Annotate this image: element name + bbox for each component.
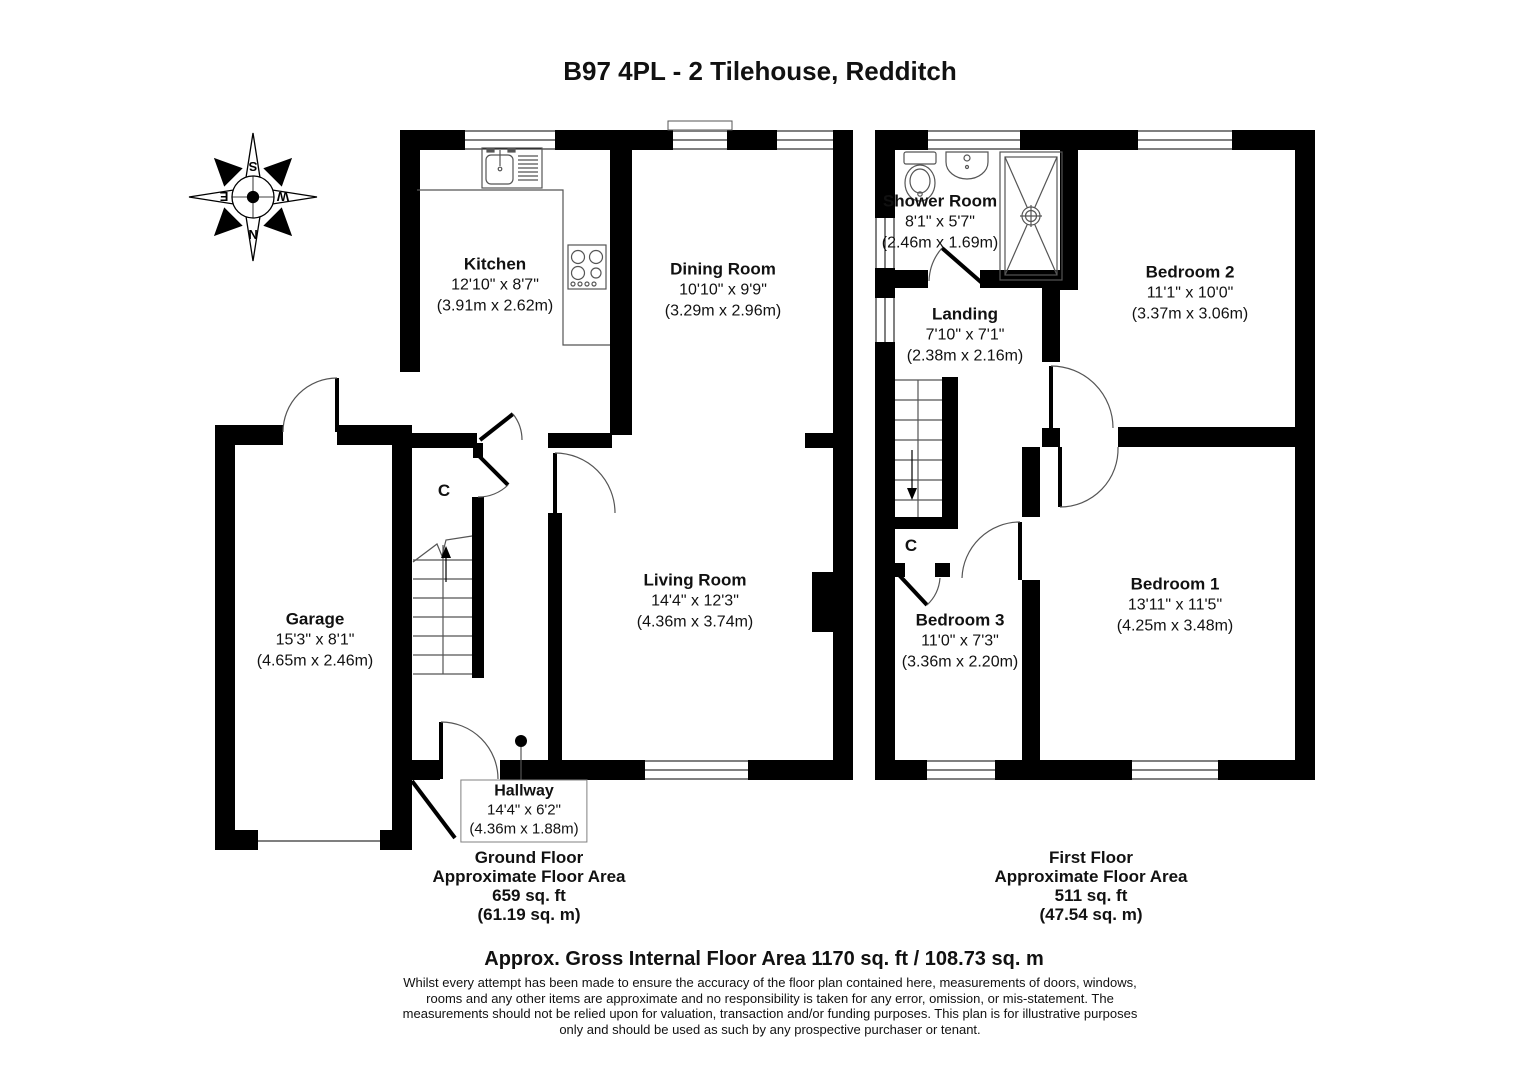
compass-north-label: N xyxy=(248,227,257,242)
shower-room-metric: (2.46m x 1.69m) xyxy=(881,234,999,252)
kitchen-metric: (3.91m x 2.62m) xyxy=(436,297,554,315)
compass-west-label: W xyxy=(276,189,289,204)
living-room-imperial: 14'4" x 12'3" xyxy=(651,592,739,610)
bedroom1-imperial: 13'11" x 11'5" xyxy=(1127,596,1223,614)
kitchen-fixtures xyxy=(417,147,610,346)
stairs-up-arrow xyxy=(441,546,451,558)
living-room-window xyxy=(645,760,748,780)
shower-room-label: Shower Room 8'1" x 5'7" (2.46m x 1.69m) xyxy=(882,191,998,254)
hallway-label: Hallway 14'4" x 6'2" (4.36m x 1.88m) xyxy=(460,779,588,843)
disclaimer-line-2: rooms and any other items are approximat… xyxy=(426,990,1114,1006)
living-room-metric: (4.36m x 3.74m) xyxy=(636,613,754,631)
bedroom2-metric: (3.37m x 3.06m) xyxy=(1131,305,1249,323)
bay-window xyxy=(667,120,733,150)
shower-enclosure xyxy=(999,151,1063,281)
first-floor-area-m: (47.54 sq. m) xyxy=(1039,905,1143,924)
living-room-name: Living Room xyxy=(643,570,747,590)
bedroom3-metric: (3.36m x 2.20m) xyxy=(901,653,1019,671)
garage-imperial: 15'3" x 8'1" xyxy=(275,631,355,649)
kitchen-imperial: 12'10" x 8'7" xyxy=(451,276,539,294)
bedroom1-window xyxy=(1132,760,1218,780)
gross-internal-area: Approx. Gross Internal Floor Area 1170 s… xyxy=(484,948,1044,970)
bedroom2-window xyxy=(1138,130,1232,150)
hallway-metric: (4.36m x 1.88m) xyxy=(469,820,579,838)
ground-floor-walls xyxy=(400,130,853,780)
hallway-callout xyxy=(515,735,527,784)
page-title: B97 4PL - 2 Tilehouse, Redditch xyxy=(563,56,957,86)
toilet xyxy=(903,151,937,202)
first-floor-summary: First Floor Approximate Floor Area 511 s… xyxy=(994,848,1187,924)
bedroom3-window xyxy=(927,760,995,780)
shower-room-name: Shower Room xyxy=(882,191,998,211)
ground-floor-summary: Ground Floor Approximate Floor Area 659 … xyxy=(432,848,625,924)
ground-floor-summary-title: Ground Floor xyxy=(474,848,584,867)
cupboard-label-ground: C xyxy=(437,481,451,500)
stairwell-window-lower xyxy=(875,298,895,342)
kitchen-hob xyxy=(567,244,607,290)
garage-name: Garage xyxy=(285,609,345,629)
ground-floor-doors xyxy=(282,377,616,840)
disclaimer-line-1: Whilst every attempt has been made to en… xyxy=(403,975,1137,990)
landing-imperial: 7'10" x 7'1" xyxy=(925,326,1005,344)
shower-room-window xyxy=(928,130,1020,150)
landing-label: Landing 7'10" x 7'1" (2.38m x 2.16m) xyxy=(907,304,1023,367)
bathroom-fixtures xyxy=(903,151,1063,281)
kitchen-name: Kitchen xyxy=(463,254,527,274)
landing-metric: (2.38m x 2.16m) xyxy=(906,347,1024,365)
garage-metric: (4.65m x 2.46m) xyxy=(256,652,374,670)
ground-floor-summary-subtitle: Approximate Floor Area xyxy=(432,867,626,886)
dining-room-name: Dining Room xyxy=(670,259,776,279)
staircase-first xyxy=(895,379,942,517)
stairs-down-arrow xyxy=(907,488,917,500)
landing-name: Landing xyxy=(931,304,999,324)
compass-east-label: E xyxy=(219,189,228,204)
garage-label: Garage 15'3" x 8'1" (4.65m x 2.46m) xyxy=(257,609,373,672)
bedroom3-name: Bedroom 3 xyxy=(915,610,1005,630)
basin xyxy=(945,151,989,180)
first-floor-doors xyxy=(897,246,1119,607)
stairwell-window-upper xyxy=(875,218,895,268)
ground-floor-area-ft: 659 sq. ft xyxy=(492,886,566,905)
ground-floor-area-m: (61.19 sq. m) xyxy=(477,905,581,924)
first-floor-windows xyxy=(875,130,1232,780)
bedroom1-name: Bedroom 1 xyxy=(1130,574,1220,594)
bedroom3-imperial: 11'0" x 7'3" xyxy=(921,632,999,650)
dining-room-label: Dining Room 10'10" x 9'9" (3.29m x 2.96m… xyxy=(665,259,781,322)
kitchen-label: Kitchen 12'10" x 8'7" (3.91m x 2.62m) xyxy=(437,254,553,317)
bedroom1-metric: (4.25m x 3.48m) xyxy=(1116,617,1234,635)
cupboard-label-first: C xyxy=(904,536,918,555)
bedroom2-label: Bedroom 2 11'1" x 10'0" (3.37m x 3.06m) xyxy=(1132,262,1248,325)
disclaimer-text: Whilst every attempt has been made to en… xyxy=(403,975,1138,1037)
disclaimer-line-3: measurements should not be relied upon f… xyxy=(402,1006,1138,1021)
chimney-breast xyxy=(812,572,833,632)
bedroom2-imperial: 11'1" x 10'0" xyxy=(1146,284,1234,302)
hallway-imperial: 14'4" x 6'2" xyxy=(487,801,561,819)
bedroom3-label: Bedroom 3 11'0" x 7'3" (3.36m x 2.20m) xyxy=(902,610,1018,673)
living-room-label: Living Room 14'4" x 12'3" (4.36m x 3.74m… xyxy=(637,570,753,633)
dining-room-metric: (3.29m x 2.96m) xyxy=(664,302,782,320)
bedroom1-label: Bedroom 1 13'11" x 11'5" (4.25m x 3.48m) xyxy=(1117,574,1233,637)
dining-room-imperial: 10'10" x 9'9" xyxy=(679,281,767,299)
staircase-ground xyxy=(412,535,473,675)
shower-room-imperial: 8'1" x 5'7" xyxy=(905,213,975,231)
first-floor-walls xyxy=(875,130,1315,780)
first-floor-summary-subtitle: Approximate Floor Area xyxy=(994,867,1188,886)
kitchen-sink xyxy=(481,147,543,189)
compass-icon: S N E W xyxy=(188,132,318,262)
first-floor-summary-title: First Floor xyxy=(1048,848,1134,867)
kitchen-window xyxy=(465,130,555,150)
dining-window xyxy=(777,130,833,150)
first-floor-area-ft: 511 sq. ft xyxy=(1054,886,1128,905)
disclaimer-line-4: only and should be used as such by any p… xyxy=(559,1021,981,1037)
garage-walls xyxy=(215,425,412,850)
ground-floor-windows xyxy=(465,120,833,780)
bedroom2-name: Bedroom 2 xyxy=(1145,262,1235,282)
hallway-name: Hallway xyxy=(494,782,554,800)
kitchen-counter xyxy=(417,189,610,346)
compass-south-label: S xyxy=(248,159,257,174)
